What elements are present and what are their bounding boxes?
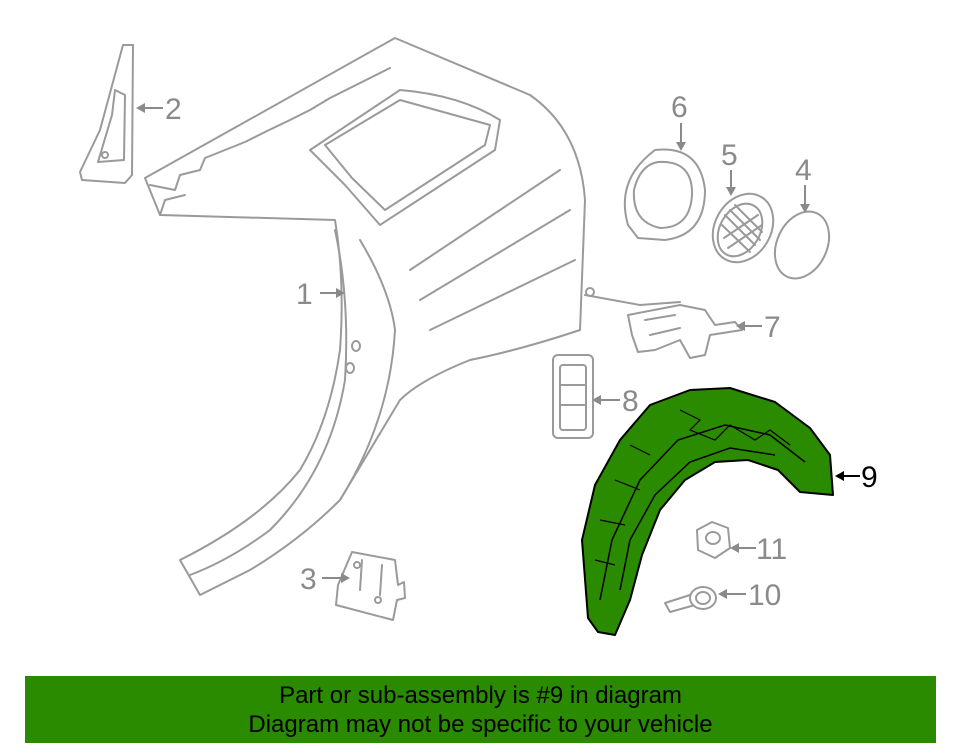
part-7-actuator[interactable] (584, 287, 743, 359)
svg-text:10: 10 (748, 579, 781, 612)
callout-10: 10 (718, 579, 781, 612)
callout-9: 9 (835, 461, 878, 494)
svg-text:11: 11 (756, 533, 787, 566)
part-6-seal-ring[interactable] (623, 148, 706, 241)
svg-text:4: 4 (795, 154, 812, 187)
part-10-screw[interactable] (664, 586, 717, 613)
info-banner: Part or sub-assembly is #9 in diagram Di… (25, 676, 936, 743)
svg-text:2: 2 (165, 93, 182, 126)
part-1-quarter-panel[interactable] (144, 37, 586, 596)
callout-6: 6 (671, 91, 688, 151)
svg-text:6: 6 (671, 91, 688, 124)
callout-8: 8 (592, 385, 639, 418)
banner-line-1: Part or sub-assembly is #9 in diagram (279, 682, 682, 709)
part-8-switch[interactable] (552, 354, 594, 439)
part-3-bracket[interactable] (335, 551, 406, 621)
part-5-filler-housing[interactable] (701, 183, 785, 273)
callout-4: 4 (795, 154, 812, 213)
callout-7: 7 (736, 311, 781, 344)
svg-text:1: 1 (296, 278, 313, 311)
svg-text:3: 3 (300, 563, 317, 596)
banner-line-2: Diagram may not be specific to your vehi… (248, 711, 713, 738)
svg-text:7: 7 (764, 311, 781, 344)
part-2-pillar-trim[interactable] (79, 44, 134, 184)
svg-text:8: 8 (622, 385, 639, 418)
part-9-wheelhouse-liner[interactable] (581, 387, 834, 636)
callout-1: 1 (296, 278, 345, 311)
callout-5: 5 (721, 139, 738, 196)
callout-11: 11 (730, 533, 787, 566)
callout-3: 3 (300, 563, 350, 596)
svg-text:9: 9 (861, 461, 878, 494)
callout-2: 2 (136, 93, 182, 126)
part-4-fuel-door[interactable] (765, 203, 840, 288)
part-11-nut[interactable] (696, 521, 731, 559)
svg-text:5: 5 (721, 139, 738, 172)
